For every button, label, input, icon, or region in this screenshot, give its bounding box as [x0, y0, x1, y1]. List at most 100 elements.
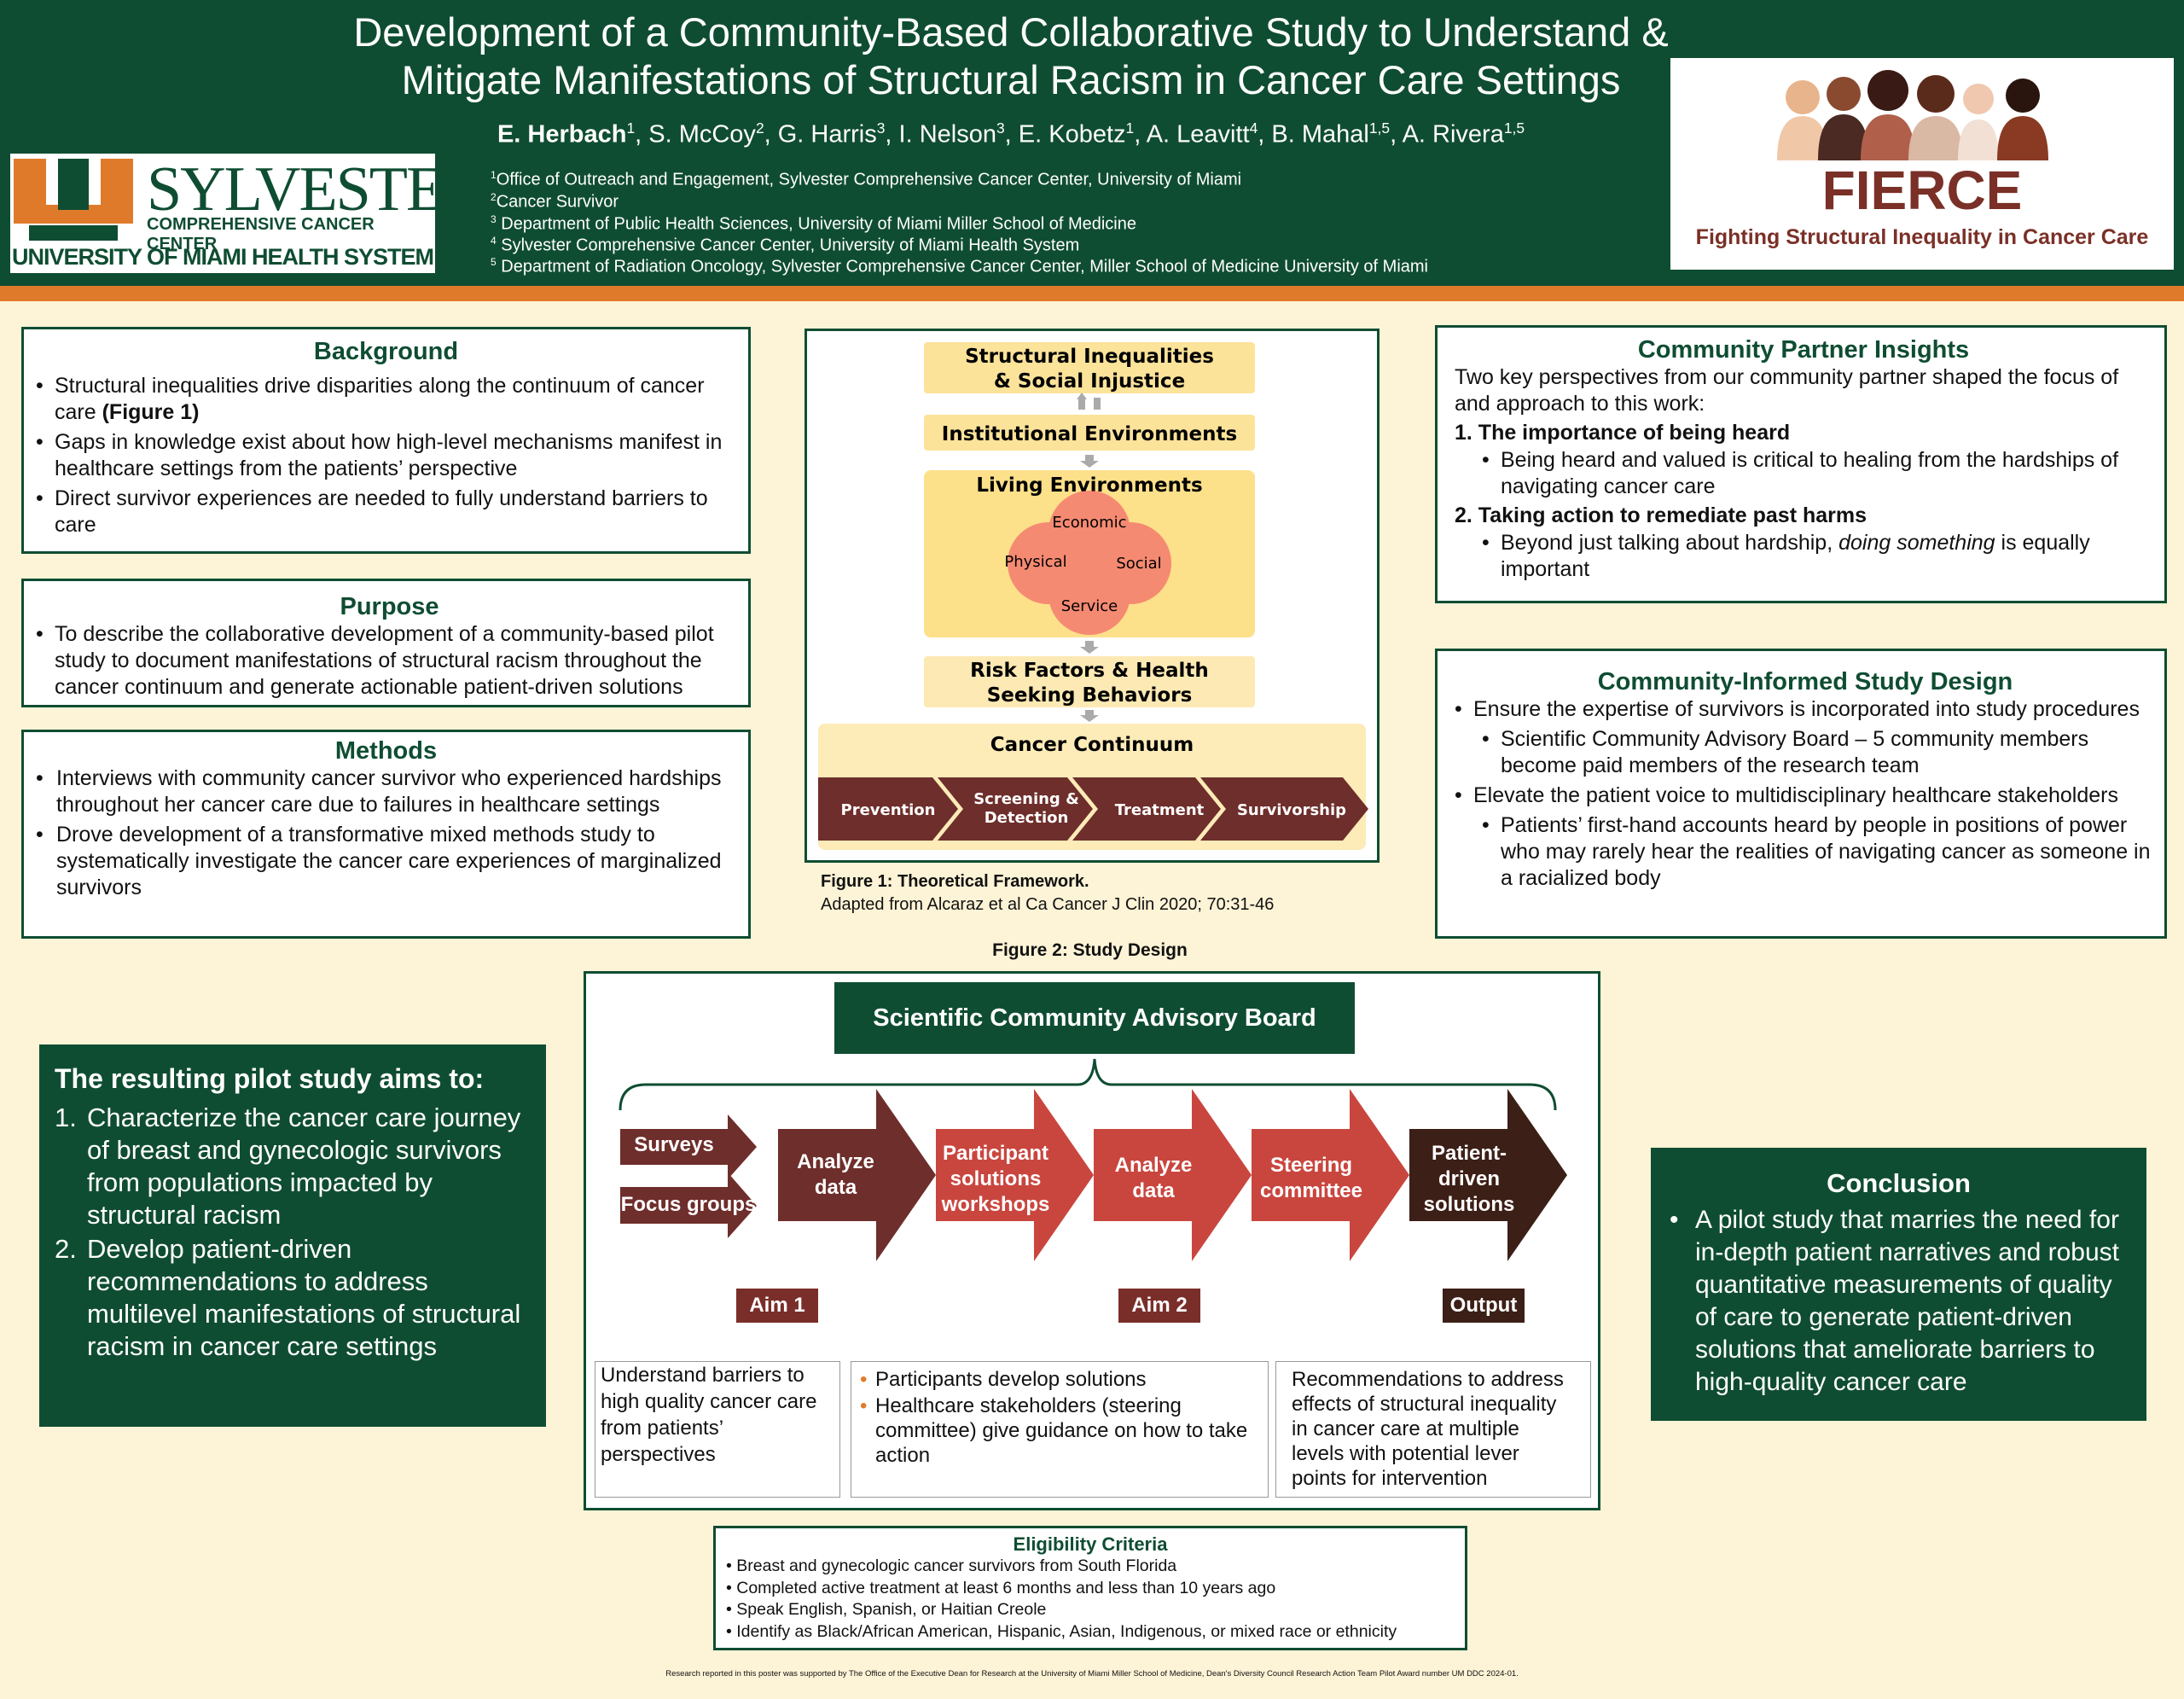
- eligibility-item: • Breast and gynecologic cancer survivor…: [726, 1556, 1177, 1575]
- aim2-description: •Participants develop solutions •Healthc…: [851, 1361, 1269, 1498]
- theoretical-framework-diagram: Structural Inequalities & Social Injusti…: [818, 342, 1368, 850]
- patient-solutions-label: Patient- driven solutions: [1423, 1142, 1515, 1216]
- partner-heading: Community Partner Insights: [1637, 336, 1970, 364]
- design-bullet: Elevate the patient voice to multidiscip…: [1455, 783, 2156, 809]
- author-name: A. Rivera: [1402, 120, 1504, 148]
- fw-circle-social: Social: [1116, 555, 1161, 573]
- surveys-arrow: [620, 1114, 757, 1179]
- output-description: Recommendations to address effects of st…: [1275, 1361, 1591, 1498]
- purpose-heading: Purpose: [340, 593, 439, 620]
- aim1-tag: Aim 1: [736, 1289, 818, 1323]
- background-bullet: Structural inequalities drive disparitie…: [36, 373, 736, 426]
- purpose-bullet: To describe the collaborative developmen…: [36, 621, 743, 701]
- author-name: S. McCoy: [648, 120, 756, 148]
- logo-subtitle: COMPREHENSIVE CANCER CENTER: [147, 215, 375, 253]
- fw-stage-treatment: Treatment: [1115, 801, 1205, 819]
- workshops-arrow: [936, 1089, 1094, 1261]
- figure1-caption-title: Figure 1: Theoretical Framework.: [821, 872, 1089, 891]
- sylvester-logo: SYLVESTER COMPREHENSIVE CANCER CENTER UN…: [10, 154, 485, 273]
- fw-stage-prevention: Prevention: [841, 801, 936, 819]
- fw-stage-screening-1: Screening &: [973, 790, 1079, 808]
- figure1-caption-source: Adapted from Alcaraz et al Ca Cancer J C…: [821, 895, 1275, 914]
- figure2-panel: Scientific Community Advisory Board Surv…: [584, 971, 1600, 1510]
- affiliation-2: 2Cancer Survivor: [491, 191, 619, 212]
- fw-circle-service: Service: [1061, 597, 1118, 615]
- affiliation-5: 5 Department of Radiation Oncology, Sylv…: [491, 256, 1428, 276]
- aims-heading: The resulting pilot study aims to:: [55, 1063, 485, 1094]
- fw-risk-factors-1: Risk Factors & Health: [970, 660, 1209, 682]
- analyze-data-label: Analyze data: [1114, 1154, 1193, 1202]
- poster-title-line-2: Mitigate Manifestations of Structural Ra…: [401, 57, 1621, 102]
- background-bullet: Gaps in knowledge exist about how high-l…: [36, 429, 736, 482]
- fw-structural-inequalities-1: Structural Inequalities: [965, 346, 1214, 368]
- fw-continuum-chevrons: [818, 777, 1368, 841]
- eligibility-panel: Eligibility Criteria • Breast and gyneco…: [713, 1526, 1467, 1650]
- partner-panel: Community Partner Insights Two key persp…: [1435, 325, 2167, 603]
- focus-groups-arrow: [620, 1172, 757, 1238]
- methods-bullet: Interviews with community cancer survivo…: [36, 765, 736, 818]
- fw-stage-screening-2: Detection: [985, 809, 1069, 827]
- fierce-logo: FIERCE Fighting Structural Inequality in…: [1670, 58, 2174, 270]
- aims-panel: The resulting pilot study aims to: 1.Cha…: [39, 1044, 546, 1427]
- figure1-panel: Structural Inequalities & Social Injusti…: [804, 329, 1380, 863]
- partner-intro: Two key perspectives from our community …: [1455, 365, 2119, 416]
- design-sub-bullet: Patients’ first-hand accounts heard by p…: [1482, 812, 2156, 892]
- background-panel: Background Structural inequalities drive…: [21, 327, 751, 554]
- eligibility-item: • Completed active treatment at least 6 …: [726, 1578, 1276, 1597]
- aim-item: 1.Characterize the cancer care journey o…: [55, 1103, 521, 1230]
- header-divider: [0, 286, 2184, 301]
- fw-circle-physical: Physical: [1004, 553, 1066, 571]
- analyze-data-label: Analyze data: [797, 1150, 874, 1199]
- women-illustration-icon: [1777, 70, 2048, 160]
- workshops-label: Participant solutions workshops: [941, 1142, 1050, 1216]
- purpose-panel: Purpose To describe the collaborative de…: [21, 579, 751, 707]
- fierce-tagline: Fighting Structural Inequality in Cancer…: [1695, 225, 2149, 249]
- poster-title-line-1: Development of a Community-Based Collabo…: [353, 9, 1669, 55]
- logo-wordmark: SYLVESTER: [147, 154, 485, 224]
- methods-heading: Methods: [334, 737, 438, 765]
- fw-cancer-continuum: Cancer Continuum: [990, 734, 1194, 756]
- eligibility-item: • Speak English, Spanish, or Haitian Cre…: [726, 1600, 1047, 1619]
- aim2-tag: Aim 2: [1118, 1289, 1200, 1323]
- steering-committee-label: Steering committee: [1259, 1154, 1363, 1202]
- steering-committee-arrow: [1252, 1089, 1409, 1261]
- author-name: E. Herbach: [497, 120, 627, 148]
- surveys-label: Surveys: [634, 1133, 714, 1156]
- funding-footer: Research reported in this poster was sup…: [665, 1669, 1519, 1679]
- design-sub-bullet: Scientific Community Advisory Board – 5 …: [1482, 726, 2156, 779]
- eligibility-list: • Breast and gynecologic cancer survivor…: [726, 1556, 1455, 1643]
- design-panel: Community-Informed Study Design Ensure t…: [1435, 649, 2167, 939]
- analyze-data-1-arrow: [778, 1089, 936, 1261]
- aim1-description: Understand barriers to high quality canc…: [595, 1361, 840, 1498]
- fierce-wordmark: FIERCE: [1821, 160, 2023, 221]
- partner-point-title: 1. The importance of being heard: [1455, 421, 1791, 445]
- conclusion-heading: Conclusion: [1827, 1168, 1971, 1198]
- affiliation-3: 3 Department of Public Health Sciences, …: [491, 213, 1136, 234]
- eligibility-heading: Eligibility Criteria: [1013, 1533, 1168, 1555]
- author-name: E. Kobetz: [1018, 120, 1126, 148]
- analyze-data-2-arrow: [1094, 1089, 1252, 1261]
- background-heading: Background: [313, 338, 459, 365]
- author-name: B. Mahal: [1271, 120, 1369, 148]
- output-tag: Output: [1443, 1289, 1525, 1323]
- affiliation-4: 4 Sylvester Comprehensive Cancer Center,…: [491, 235, 1080, 255]
- fw-structural-inequalities-2: & Social Injustice: [994, 370, 1185, 393]
- eligibility-item: • Identify as Black/African American, Hi…: [726, 1621, 1397, 1641]
- fw-stage-survivorship: Survivorship: [1237, 801, 1346, 819]
- advisory-board-box: Scientific Community Advisory Board: [834, 982, 1355, 1054]
- affiliation-1: 1Office of Outreach and Engagement, Sylv…: [491, 169, 1242, 189]
- conclusion-text: •A pilot study that marries the need for…: [1670, 1206, 2119, 1396]
- aim2-bullet: •Participants develop solutions: [860, 1368, 1147, 1391]
- partner-point-bullet: Being heard and valued is critical to he…: [1482, 447, 2152, 500]
- author-name: G. Harris: [777, 120, 877, 148]
- patient-solutions-arrow: [1409, 1089, 1567, 1261]
- u-logo-icon: [14, 159, 133, 241]
- aim-item: 2.Develop patient-driven recommendations…: [55, 1234, 521, 1361]
- fw-institutional: Institutional Environments: [942, 423, 1237, 445]
- fw-circle-economic: Economic: [1052, 514, 1126, 532]
- methods-panel: Methods Interviews with community cancer…: [21, 730, 751, 939]
- author-list: E. Herbach1, S. McCoy2, G. Harris3, I. N…: [497, 119, 1525, 148]
- background-bullet: Direct survivor experiences are needed t…: [36, 486, 736, 538]
- focus-groups-label: Focus groups: [620, 1193, 757, 1216]
- design-heading: Community-Informed Study Design: [1597, 668, 2013, 695]
